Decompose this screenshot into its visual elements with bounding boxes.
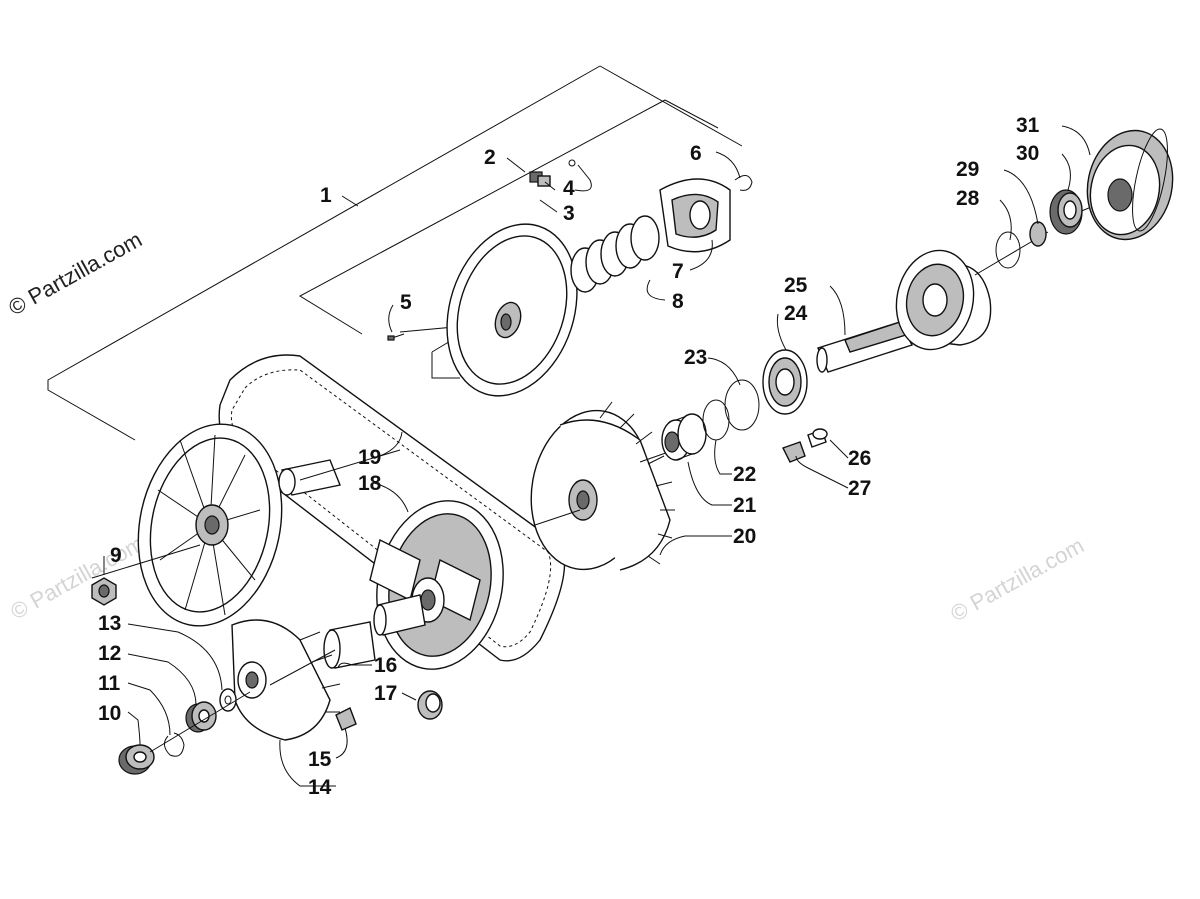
clutch-drum	[1086, 128, 1174, 241]
callout-21: 21	[733, 494, 757, 517]
movable-drive-face	[231, 619, 341, 741]
callout-31: 31	[1016, 114, 1040, 137]
callout-12: 12	[98, 642, 121, 665]
clutch-axis-line	[91, 544, 201, 579]
circlip	[164, 732, 185, 757]
snap-ring	[734, 175, 753, 191]
leader-lines	[103, 125, 1091, 787]
callout-2: 2	[484, 146, 496, 169]
callout-16: 16	[374, 654, 397, 677]
lower-axis-line	[269, 649, 336, 686]
bushing	[661, 413, 707, 461]
needle-bearing	[1049, 189, 1083, 235]
roller-pin	[387, 333, 405, 341]
cam	[659, 178, 731, 253]
callout-17: 17	[374, 682, 397, 705]
callout-3: 3	[563, 202, 575, 225]
drive-fixed-face	[530, 401, 675, 571]
end-bearing	[118, 744, 155, 775]
callout-1: 1	[320, 184, 332, 207]
spring	[570, 215, 660, 293]
callout-22: 22	[733, 463, 756, 486]
callout-15: 15	[308, 748, 332, 771]
callout-30: 30	[1016, 142, 1039, 165]
callout-24: 24	[784, 302, 808, 325]
moveable-sheave	[446, 223, 578, 397]
callout-25: 25	[784, 274, 808, 297]
callout-labels: 1 2 3 4 5 6 7 8 9 10 11 12 13 14 15 16 1…	[98, 114, 1040, 799]
weight-pin	[529, 159, 576, 187]
assembly-bracket	[47, 65, 743, 441]
callout-4: 4	[563, 177, 575, 200]
callout-28: 28	[956, 187, 980, 210]
callout-5: 5	[400, 291, 412, 314]
callout-11: 11	[98, 672, 121, 695]
seal-ring	[724, 379, 760, 431]
ball-bearing	[762, 349, 808, 415]
lock-plate	[782, 441, 806, 463]
thrust-washer	[219, 688, 237, 712]
watermark-faint: © Partzilla.com	[6, 531, 148, 625]
watermark-main: © Partzilla.com	[4, 227, 146, 321]
spacer-tube	[323, 594, 426, 669]
callout-8: 8	[672, 290, 684, 313]
callout-19: 19	[358, 446, 381, 469]
nut	[91, 577, 117, 606]
callout-10: 10	[98, 702, 121, 725]
callout-14: 14	[308, 776, 332, 799]
callout-9: 9	[110, 544, 122, 567]
face-axis-line	[534, 509, 581, 526]
retaining-ring	[995, 231, 1021, 269]
washer	[1029, 221, 1047, 247]
clutch-housing	[895, 249, 992, 351]
callout-29: 29	[956, 158, 979, 181]
callout-18: 18	[358, 472, 382, 495]
callout-13: 13	[98, 612, 121, 635]
callout-7: 7	[672, 260, 684, 283]
splined-shaft	[816, 321, 914, 373]
sheave-shaft	[278, 459, 341, 496]
callout-6: 6	[690, 142, 702, 165]
callout-27: 27	[848, 477, 871, 500]
callout-23: 23	[684, 346, 707, 369]
lower-axis-line	[149, 691, 251, 753]
callout-26: 26	[848, 447, 871, 470]
bolt	[807, 428, 828, 448]
watermark-faint: © Partzilla.com	[946, 533, 1088, 627]
callout-20: 20	[733, 525, 756, 548]
roller	[417, 690, 443, 720]
driven-fixed-sheave	[137, 423, 283, 627]
slider-shoe	[335, 707, 357, 731]
